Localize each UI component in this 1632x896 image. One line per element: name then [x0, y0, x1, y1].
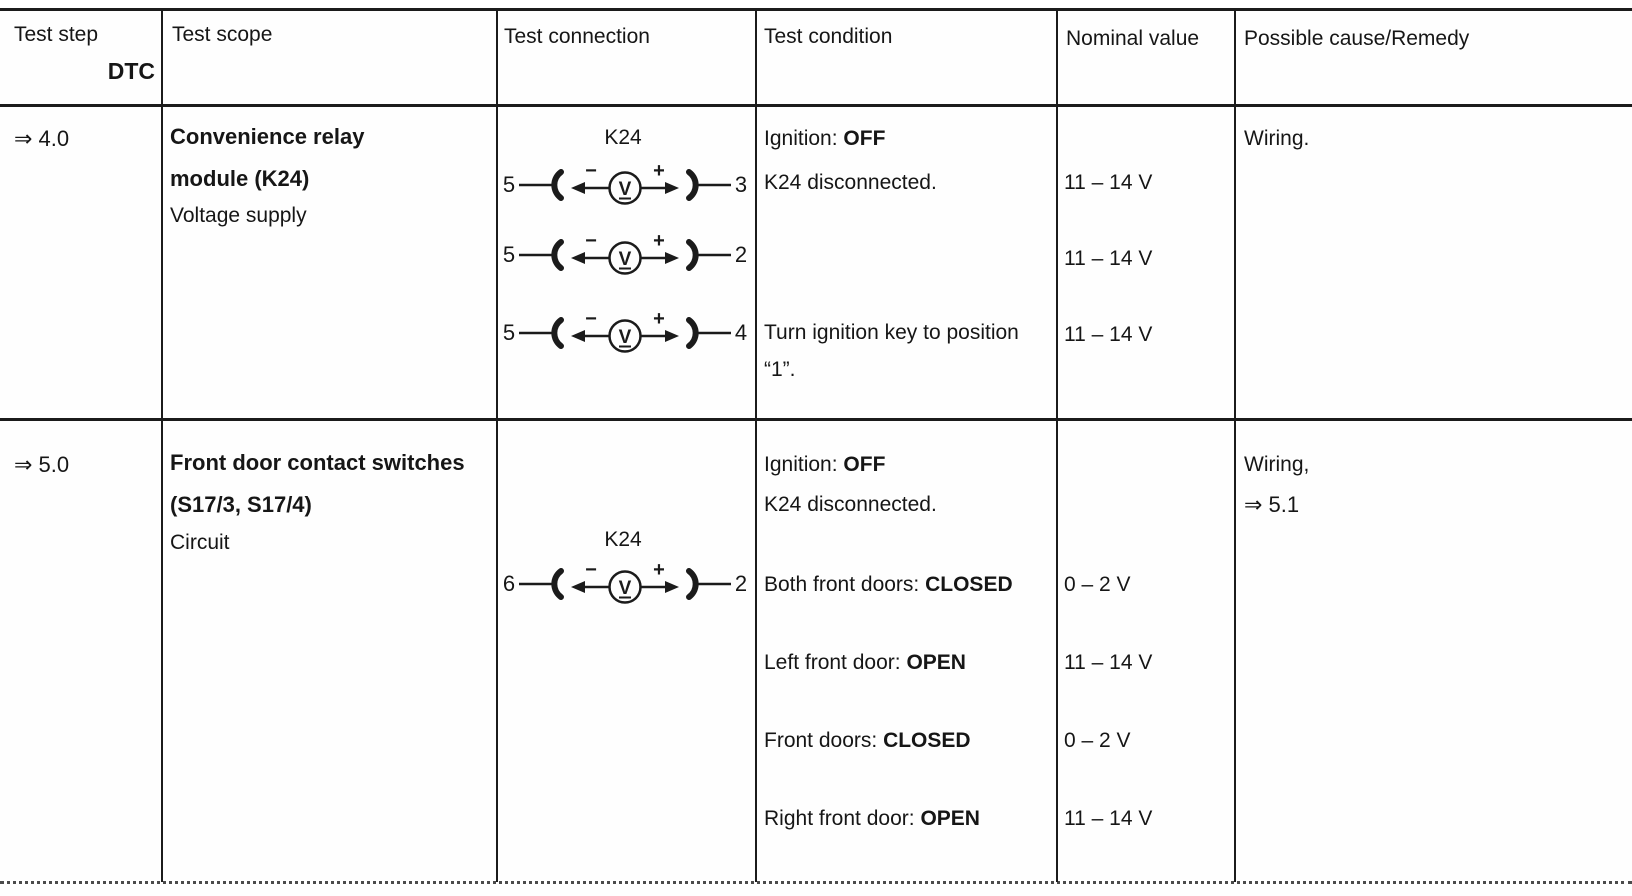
nominal-value-5-0-a: 0 – 2 V	[1064, 573, 1131, 596]
test-step-5-0: ⇒ 5.0	[14, 452, 70, 477]
socket-left-icon	[519, 317, 564, 349]
test-scope-4-0-line3: Voltage supply	[170, 204, 307, 227]
test-step-4-0: ⇒ 4.0	[14, 126, 70, 151]
pin-left: 5	[502, 172, 516, 197]
svg-text:−: −	[585, 560, 597, 581]
voltmeter-icon: − + V	[571, 231, 679, 275]
column-header-test-connection: Test connection	[504, 25, 650, 48]
connector-label-k24-row4: K24	[604, 126, 642, 149]
nominal-value-5-0-c: 0 – 2 V	[1064, 729, 1131, 752]
nominal-value-4-0-c: 11 – 14 V	[1064, 323, 1153, 346]
test-condition-4-0-turnkey-line1: Turn ignition key to position	[764, 321, 1019, 344]
connector-label-k24-row5: K24	[604, 528, 642, 551]
row-separator	[0, 418, 1632, 421]
socket-right-icon	[686, 317, 731, 349]
nominal-value-5-0-d: 11 – 14 V	[1064, 807, 1153, 830]
test-condition-4-0-turnkey-line2: “1”.	[764, 358, 796, 381]
condition-state: OFF	[843, 127, 886, 150]
column-divider-1	[161, 8, 163, 882]
condition-state: CLOSED	[925, 573, 1013, 596]
voltmeter-connection-5-3: 5 − + V 3	[500, 161, 748, 207]
remedy-5-0-line2: ⇒ 5.1	[1244, 492, 1300, 517]
pin-right: 3	[734, 172, 748, 197]
column-header-dtc: DTC	[107, 58, 155, 84]
test-scope-5-0-line2: (S17/3, S17/4)	[170, 492, 312, 517]
test-condition-5-0-check-4: Right front door: OPEN	[764, 806, 980, 831]
column-header-test-step: Test step	[14, 23, 99, 46]
column-header-test-condition: Test condition	[764, 25, 893, 48]
svg-text:V: V	[619, 179, 632, 200]
nominal-value-5-0-b: 11 – 14 V	[1064, 651, 1153, 674]
voltmeter-icon: − + V	[571, 161, 679, 205]
test-condition-5-0-check-3: Front doors: CLOSED	[764, 728, 971, 753]
column-header-test-scope: Test scope	[172, 23, 273, 46]
pin-left: 6	[502, 571, 516, 596]
svg-text:+: +	[653, 161, 665, 182]
pin-left: 5	[502, 242, 516, 267]
column-divider-4	[1056, 8, 1058, 882]
table-top-border	[0, 8, 1632, 11]
condition-state: OPEN	[920, 807, 980, 830]
socket-right-icon	[686, 239, 731, 271]
table-bottom-dotted-border	[0, 881, 1632, 884]
remedy-4-0: Wiring.	[1244, 127, 1310, 150]
svg-text:−: −	[585, 231, 597, 252]
test-scope-5-0-line3: Circuit	[170, 531, 230, 554]
header-separator	[0, 104, 1632, 107]
column-header-nominal-value: Nominal value	[1066, 27, 1200, 50]
column-divider-2	[496, 8, 498, 882]
socket-right-icon	[686, 169, 731, 201]
nominal-value-4-0-a: 11 – 14 V	[1064, 171, 1153, 194]
svg-text:V: V	[619, 578, 632, 599]
condition-label: Front doors:	[764, 729, 878, 752]
svg-text:+: +	[653, 560, 665, 581]
voltmeter-connection-5-2: 5 − + V 2	[500, 231, 748, 277]
test-condition-5-0-disconnected: K24 disconnected.	[764, 493, 937, 516]
socket-left-icon	[519, 169, 564, 201]
condition-state: OFF	[843, 453, 886, 476]
pin-right: 4	[734, 320, 748, 345]
test-scope-4-0-line1: Convenience relay	[170, 124, 365, 149]
svg-text:−: −	[585, 161, 597, 182]
test-condition-5-0-ignition: Ignition: OFF	[764, 452, 885, 477]
condition-state: CLOSED	[883, 729, 971, 752]
voltmeter-connection-6-2: 6 − + V 2	[500, 560, 748, 606]
svg-text:V: V	[619, 249, 632, 270]
voltmeter-icon: − + V	[571, 560, 679, 604]
socket-left-icon	[519, 239, 564, 271]
test-condition-5-0-check-1: Both front doors: CLOSED	[764, 572, 1013, 597]
test-scope-5-0-line1: Front door contact switches	[170, 450, 465, 475]
test-condition-4-0-ignition: Ignition: OFF	[764, 126, 885, 151]
nominal-value-4-0-b: 11 – 14 V	[1064, 247, 1153, 270]
condition-label: Right front door:	[764, 807, 915, 830]
condition-label: Both front doors:	[764, 573, 920, 596]
remedy-5-0-line1: Wiring,	[1244, 453, 1310, 476]
column-divider-5	[1234, 8, 1236, 882]
condition-label: Left front door:	[764, 651, 901, 674]
pin-left: 5	[502, 320, 516, 345]
pin-right: 2	[734, 571, 748, 596]
condition-label: Ignition:	[764, 127, 838, 150]
voltmeter-connection-5-4: 5 − + V 4	[500, 309, 748, 355]
socket-right-icon	[686, 568, 731, 600]
svg-text:+: +	[653, 231, 665, 252]
pin-right: 2	[734, 242, 748, 267]
column-divider-3	[755, 8, 757, 882]
voltmeter-icon: − + V	[571, 309, 679, 353]
column-header-possible-cause: Possible cause/Remedy	[1244, 27, 1470, 50]
svg-text:−: −	[585, 309, 597, 330]
svg-text:+: +	[653, 309, 665, 330]
condition-label: Ignition:	[764, 453, 838, 476]
test-scope-4-0-line2: module (K24)	[170, 166, 310, 191]
svg-text:V: V	[619, 327, 632, 348]
test-condition-5-0-check-2: Left front door: OPEN	[764, 650, 966, 675]
socket-left-icon	[519, 568, 564, 600]
test-condition-4-0-disconnected: K24 disconnected.	[764, 171, 937, 194]
condition-state: OPEN	[906, 651, 966, 674]
